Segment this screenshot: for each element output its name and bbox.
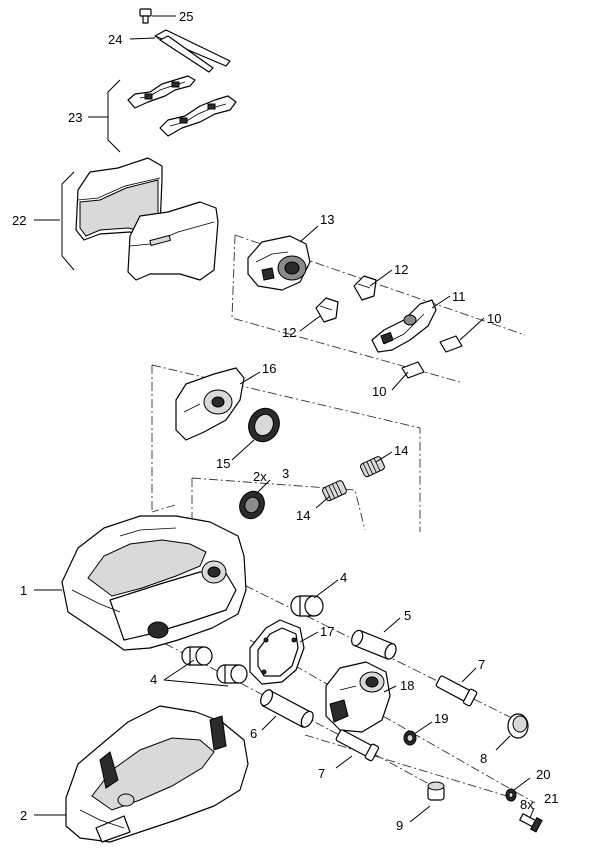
callout-3: 3 [282, 466, 289, 481]
part-23-pad-springs [127, 75, 237, 137]
part-8-caps [507, 713, 529, 739]
part-24-retainer-bar [154, 29, 231, 73]
callout-2: 2 [20, 808, 27, 823]
callout-11: 11 [452, 289, 466, 304]
callout-4-upper: 4 [340, 570, 347, 585]
callout-20: 20 [536, 767, 550, 782]
part-22-brake-pads [75, 157, 219, 281]
callout-2x: 2x [253, 469, 267, 484]
callout-15: 15 [216, 456, 230, 471]
part-19-nut [403, 730, 417, 746]
part-4-bushings [181, 595, 324, 684]
callout-24: 24 [108, 32, 122, 47]
part-12-springs [315, 275, 377, 323]
callout-4-lower: 4 [150, 672, 157, 687]
leader-lines [34, 15, 535, 823]
callout-13: 13 [320, 212, 334, 227]
part-2-carrier [65, 705, 249, 843]
part-10-blocks [401, 335, 463, 379]
part-13-adjuster [247, 235, 311, 291]
callout-7-upper: 7 [478, 657, 485, 672]
callout-14-upper: 14 [394, 443, 408, 458]
callout-7-lower: 7 [318, 766, 325, 781]
part-3-seals [239, 490, 265, 520]
part-5-guide-sleeve [351, 629, 397, 660]
callout-8x: 8x [520, 797, 534, 812]
part-9-cap [427, 781, 445, 801]
callout-18: 18 [400, 678, 414, 693]
part-20-washer [505, 788, 517, 802]
part-15-seal [248, 407, 280, 443]
callout-22: 22 [12, 213, 26, 228]
callout-1: 1 [20, 583, 27, 598]
callout-12-lower: 12 [282, 325, 296, 340]
callout-23: 23 [68, 110, 82, 125]
part-7-guide-pins [335, 675, 478, 762]
callout-10-left: 10 [372, 384, 386, 399]
callout-labels: 25 24 23 22 13 12 12 11 10 10 16 15 14 1… [12, 9, 558, 833]
callout-21: 21 [544, 791, 558, 806]
callout-25: 25 [179, 9, 193, 24]
part-16-cover [175, 367, 245, 441]
callout-14-lower: 14 [296, 508, 310, 523]
callout-16: 16 [262, 361, 276, 376]
part-14-springs [322, 456, 385, 502]
callout-19: 19 [434, 711, 448, 726]
part-17-gasket [249, 619, 305, 685]
callout-5: 5 [404, 608, 411, 623]
callout-12-upper: 12 [394, 262, 408, 277]
part-1-caliper-housing [61, 515, 247, 651]
callout-6: 6 [250, 726, 257, 741]
callout-10-right: 10 [487, 311, 501, 326]
part-25-screw [139, 8, 152, 24]
part-18-cover-plate [325, 661, 391, 733]
callout-17: 17 [320, 624, 334, 639]
part-11-lever [371, 299, 437, 353]
callout-9: 9 [396, 818, 403, 833]
callout-8: 8 [480, 751, 487, 766]
part-6-guide-sleeve [260, 689, 314, 728]
part-21-bolts [519, 813, 543, 833]
